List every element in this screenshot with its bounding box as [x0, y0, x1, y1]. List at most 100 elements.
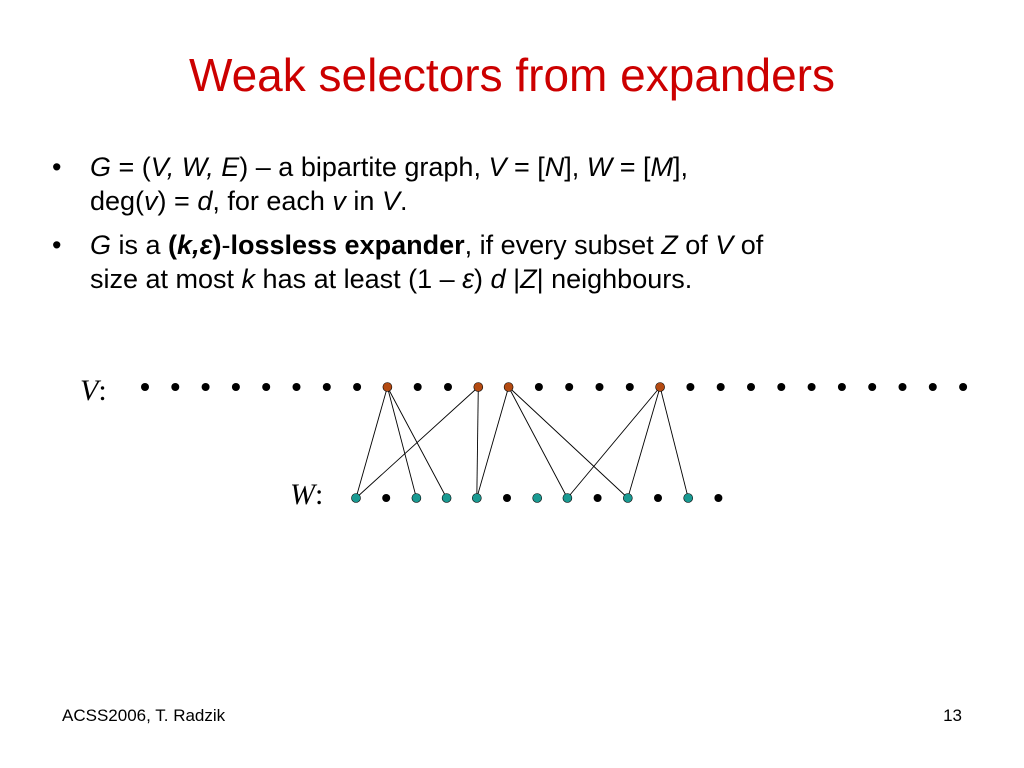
v-node — [171, 383, 180, 391]
var-d: d — [490, 264, 506, 294]
text: ], — [564, 152, 587, 182]
text: = [ — [506, 152, 545, 182]
w-node — [503, 494, 511, 502]
w-node-highlighted — [532, 493, 543, 503]
var-d: d — [197, 186, 213, 216]
text: in — [345, 186, 382, 216]
v-node-highlighted — [473, 382, 484, 392]
var-w: W — [586, 152, 613, 182]
v-node — [898, 383, 907, 391]
text: ( — [168, 230, 178, 260]
v-node-highlighted — [655, 382, 665, 392]
text: ) — [212, 230, 222, 260]
bullet-icon: • — [52, 152, 62, 182]
var-v: v — [332, 186, 346, 216]
v-node-highlighted — [382, 382, 393, 392]
v-node — [959, 383, 968, 391]
v-node-highlighted — [503, 382, 514, 392]
text: | — [505, 264, 521, 294]
text: , if every subset — [464, 230, 662, 260]
var-k-eps: k,ε — [177, 230, 213, 260]
v-node — [868, 383, 877, 391]
v-node — [837, 383, 846, 391]
var-z: Z — [661, 230, 678, 260]
text: ) — [474, 264, 491, 294]
v-node — [262, 383, 271, 391]
text: . — [399, 186, 408, 216]
text: is a — [111, 230, 169, 260]
bullet-item-expander-definition: • G is a (k,ε)-lossless expander, if eve… — [50, 228, 990, 296]
graph-edge — [355, 386, 388, 499]
var-v: V — [715, 230, 734, 260]
text: of — [677, 230, 716, 260]
w-node-highlighted — [411, 493, 422, 503]
text: deg( — [90, 186, 145, 216]
v-node — [777, 383, 786, 391]
v-node — [141, 383, 149, 391]
w-node-highlighted — [683, 493, 694, 503]
graph-edge — [476, 386, 510, 499]
text: ) = — [157, 186, 198, 216]
text: of — [733, 230, 764, 260]
w-node — [593, 494, 602, 502]
colon: : — [98, 374, 107, 407]
text: - — [221, 230, 231, 260]
v-node — [716, 383, 725, 391]
w-node-highlighted — [441, 493, 452, 503]
v-node — [625, 383, 634, 391]
text: | neighbours. — [536, 264, 693, 294]
text: has at least (1 – — [255, 264, 463, 294]
graph-edge — [567, 386, 661, 499]
v-node — [534, 383, 543, 391]
v-node — [686, 383, 695, 391]
graph-edge — [355, 386, 479, 499]
text: = [ — [612, 152, 651, 182]
var-w: W — [290, 478, 315, 511]
graph-edge — [508, 386, 629, 499]
var-k: k — [241, 264, 256, 294]
slide-title: Weak selectors from expanders — [189, 49, 835, 101]
text: size at most — [90, 264, 242, 294]
var-n: N — [544, 152, 565, 182]
v-set-label: V: — [80, 374, 107, 408]
var-vwe: V, W, E — [150, 152, 240, 182]
colon: : — [315, 478, 324, 511]
v-node — [807, 383, 816, 391]
var-v: V — [488, 152, 507, 182]
v-node — [231, 383, 240, 391]
w-node — [382, 494, 391, 502]
v-node — [444, 383, 452, 391]
w-set-label: W: — [290, 478, 323, 512]
w-node-highlighted — [562, 493, 573, 503]
slide-number: 13 — [943, 706, 962, 725]
v-node — [201, 383, 210, 391]
graph-edge — [386, 386, 417, 499]
bullet-item-graph-definition: • G = (V, W, E) – a bipartite graph, V =… — [50, 150, 990, 218]
var-z: Z — [520, 264, 537, 294]
w-node-highlighted — [351, 493, 361, 503]
v-node — [413, 383, 422, 391]
var-g: G — [90, 230, 112, 260]
var-v: v — [144, 186, 158, 216]
text: ], — [673, 152, 689, 182]
footer-author: ACSS2006, T. Radzik — [62, 706, 226, 725]
var-v: V — [381, 186, 400, 216]
graph-edge — [627, 386, 661, 499]
text: = ( — [111, 152, 151, 182]
var-eps: ε — [462, 264, 475, 294]
v-node — [747, 383, 755, 391]
bullet-list: • G = (V, W, E) – a bipartite graph, V =… — [50, 150, 990, 306]
v-node — [322, 383, 331, 391]
term-lossless-expander: lossless expander — [230, 230, 465, 260]
bullet-icon: • — [52, 230, 62, 260]
v-node — [292, 383, 301, 391]
graph-edge — [659, 386, 689, 499]
v-node — [595, 383, 604, 391]
graph-edge — [476, 386, 479, 499]
w-node — [714, 494, 723, 502]
v-node — [928, 383, 937, 391]
v-node — [565, 383, 574, 391]
w-node-highlighted — [622, 493, 633, 503]
v-node — [353, 383, 362, 391]
